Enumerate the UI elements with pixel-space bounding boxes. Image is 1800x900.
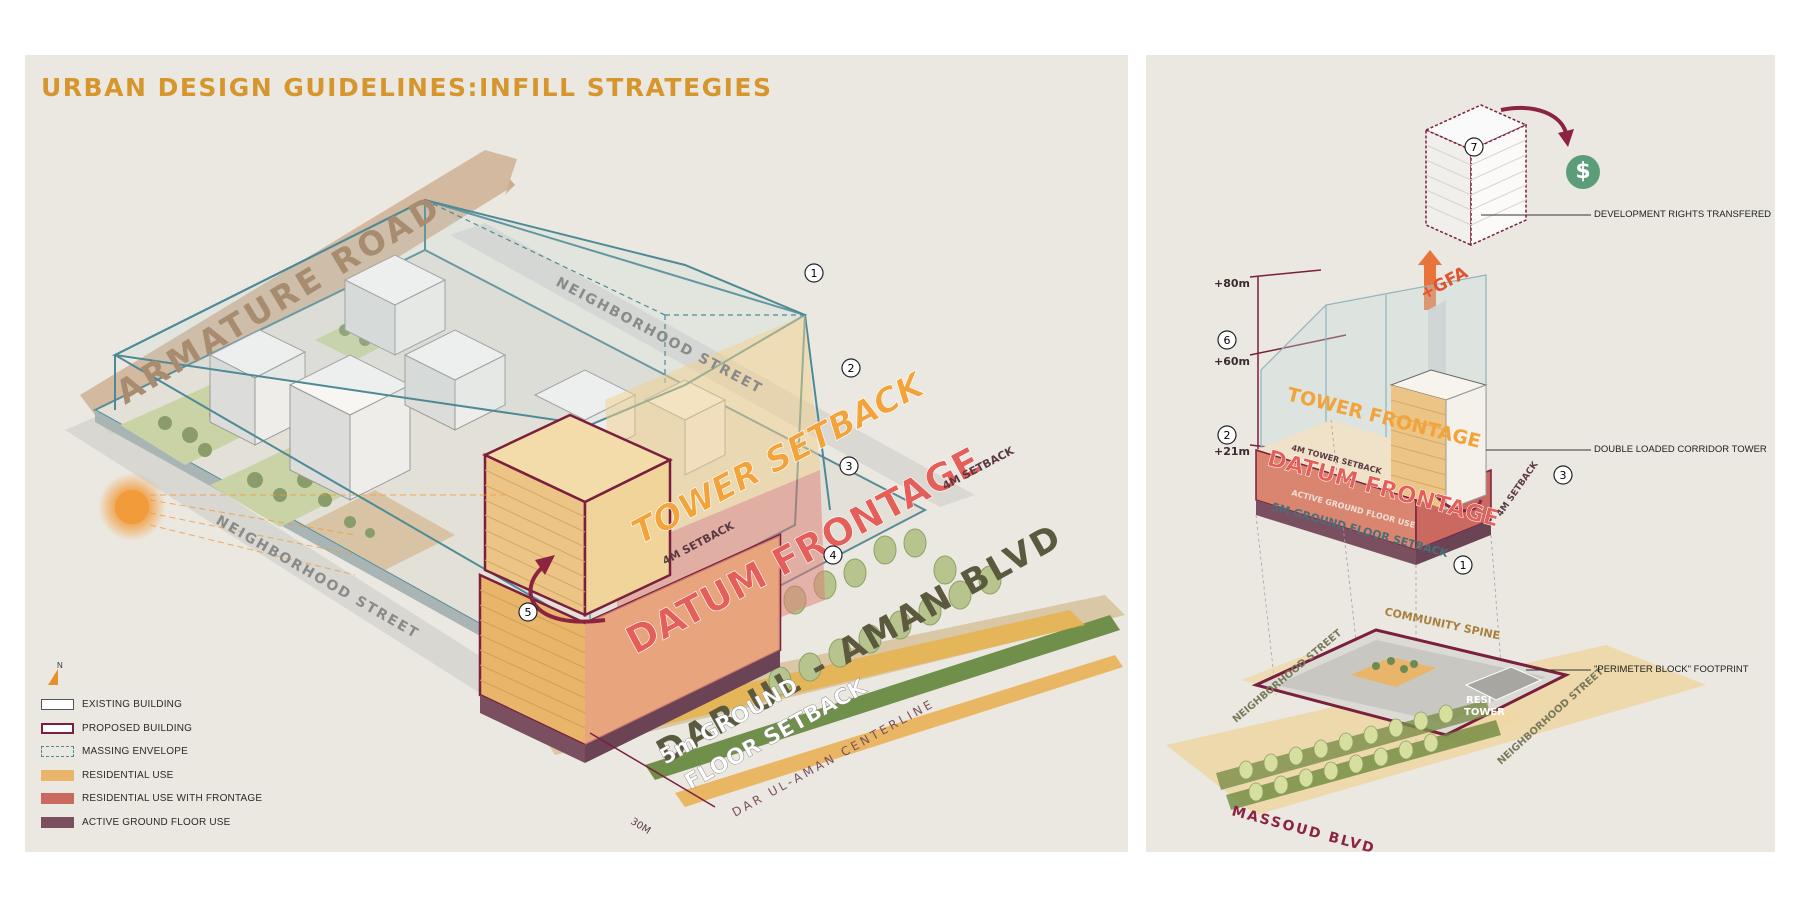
marker-3-right: 3 — [1553, 465, 1573, 485]
tower-strategy-diagram: +GFA TOWER FRONTAGE DATUM FRONTAGE 4M TO… — [1166, 104, 1706, 852]
marker-2-right: 2 — [1217, 425, 1237, 445]
marker-6: 6 — [1217, 330, 1237, 350]
transfer-arrow — [1500, 105, 1568, 134]
legend-label: MASSING ENVELOPE — [82, 746, 189, 758]
marker-1: 1 — [804, 263, 824, 283]
legend-swatch-existing — [41, 699, 74, 711]
legend-label: RESIDENTIAL USE — [82, 769, 174, 781]
legend-swatch-residential — [41, 769, 74, 781]
legend-swatch-massing — [41, 746, 74, 758]
gfa-arrow — [1418, 250, 1442, 310]
marker-7: 7 — [1464, 137, 1484, 157]
legend-swatch-active — [41, 816, 74, 828]
boulevard-green — [645, 615, 1120, 780]
svg-text:2: 2 — [848, 362, 855, 375]
right-panel: +GFA TOWER FRONTAGE DATUM FRONTAGE 4M TO… — [1146, 55, 1775, 852]
dollar-icon: $ — [1566, 155, 1600, 189]
height-60-label: +60m — [1214, 355, 1250, 368]
development-rights-annotation: DEVELOPMENT RIGHTS TRANSFERED — [1594, 209, 1772, 220]
svg-text:7: 7 — [1471, 141, 1478, 154]
dimension-30m-line — [589, 732, 716, 808]
page-title: URBAN DESIGN GUIDELINES:INFILL STRATEGIE… — [41, 73, 773, 102]
setback-arrowhead — [535, 555, 555, 575]
svg-text:3: 3 — [846, 460, 853, 473]
armature-road-arrowhead — [485, 150, 517, 195]
marker-1-right: 1 — [1453, 555, 1473, 575]
legend-item: RESIDENTIAL USE WITH FRONTAGE — [41, 787, 262, 811]
left-panel: URBAN DESIGN GUIDELINES:INFILL STRATEGIE… — [25, 55, 1128, 852]
transferred-tower — [1424, 104, 1528, 247]
marker-5: 5 — [518, 602, 538, 622]
legend-item: EXISTING BUILDING — [41, 693, 262, 717]
legend-item: ACTIVE GROUND FLOOR USE — [41, 811, 262, 835]
right-tower — [1389, 369, 1488, 511]
svg-text:1: 1 — [811, 267, 818, 280]
marker-3: 3 — [839, 456, 859, 476]
legend-label: EXISTING BUILDING — [82, 699, 183, 711]
svg-text:4: 4 — [830, 549, 837, 562]
legend-swatch-frontage — [41, 793, 74, 805]
right-setback-4m-side-label: 4M SETBACK — [1495, 459, 1541, 518]
svg-text:5: 5 — [525, 606, 532, 619]
marker-4: 4 — [823, 545, 843, 565]
legend-item: RESIDENTIAL USE — [41, 764, 262, 788]
legend-label: ACTIVE GROUND FLOOR USE — [82, 816, 231, 828]
height-21-label: +21m — [1214, 445, 1250, 458]
corridor-tower-annotation: DOUBLE LOADED CORRIDOR TOWER — [1594, 444, 1767, 455]
boulevard-median — [585, 610, 1085, 740]
legend-label: RESIDENTIAL USE WITH FRONTAGE — [82, 793, 263, 805]
marker-2: 2 — [841, 358, 861, 378]
setback-arrow — [528, 563, 606, 624]
transfer-arrowhead — [1558, 129, 1574, 147]
svg-text:1: 1 — [1460, 559, 1467, 572]
legend-item: MASSING ENVELOPE — [41, 740, 262, 764]
perimeter-block-annotation: "PERIMETER BLOCK" FOOTPRINT — [1594, 664, 1749, 675]
legend-item: PROPOSED BUILDING — [41, 717, 262, 741]
massoud-blvd-label: MASSOUD BLVD — [1230, 803, 1377, 852]
plaza — [305, 490, 455, 570]
north-arrow-icon: N — [45, 661, 69, 687]
boulevard-yellow — [675, 655, 1123, 807]
neighborhood-street-left-band — [65, 415, 565, 725]
legend: EXISTING BUILDING PROPOSED BUILDING MASS… — [41, 693, 262, 834]
height-80-label: +80m — [1214, 277, 1250, 290]
isometric-site-diagram: ARMATURE ROAD NEIGHBORHOOD STREET NEIGHB… — [65, 150, 1125, 837]
proposed-tower — [482, 413, 673, 617]
svg-text:3: 3 — [1560, 469, 1567, 482]
proposed-podium — [478, 533, 782, 763]
footprint-plan — [1166, 628, 1706, 815]
dimension-30m-label: 30M — [628, 816, 652, 837]
resi-tower-label-1: RESI — [1466, 695, 1491, 706]
legend-label: PROPOSED BUILDING — [82, 722, 193, 734]
resi-tower-label-2: TOWER — [1464, 707, 1505, 718]
legend-swatch-proposed — [41, 722, 74, 734]
svg-text:2: 2 — [1224, 429, 1231, 442]
sun-rays — [149, 494, 505, 576]
right-setback-arrow — [1434, 494, 1483, 513]
svg-text:6: 6 — [1224, 334, 1231, 347]
north-label: N — [57, 661, 63, 670]
